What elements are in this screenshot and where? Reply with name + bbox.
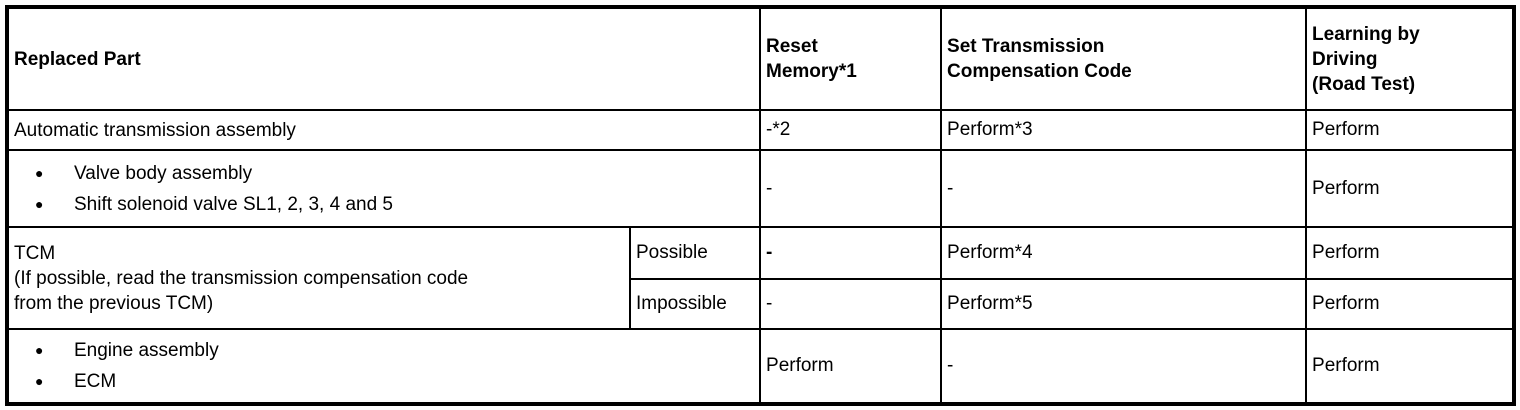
cell-reset-memory: - [759, 278, 943, 330]
cell-part-valve-body: ● Valve body assembly ● Shift solenoid v… [5, 149, 762, 228]
list-item-label: ECM [74, 371, 117, 392]
cell-part-tcm: TCM (If possible, read the transmission … [6, 226, 631, 330]
cell-learning: Perform [1305, 109, 1516, 151]
replacement-procedure-table: Replaced Part Reset Memory*1 Set Transmi… [5, 5, 1517, 406]
list-item: ● Valve body assembly [14, 158, 754, 189]
list-item: ● Shift solenoid valve SL1, 2, 3, 4 and … [14, 189, 754, 220]
cell-set-code: - [940, 328, 1308, 405]
cell-set-code: Perform*5 [940, 278, 1308, 330]
header-reset-memory: Reset Memory*1 [759, 6, 943, 111]
list-item: ● Engine assembly [14, 335, 754, 366]
cell-learning: Perform [1305, 226, 1516, 280]
header-set-transmission-compensation-code: Set Transmission Compensation Code [940, 6, 1308, 111]
table-header-row: Replaced Part Reset Memory*1 Set Transmi… [5, 6, 1516, 111]
cell-reset-memory: -*2 [759, 109, 943, 151]
cell-reset-memory: - [759, 226, 943, 280]
cell-tcm-possible-label: Possible [628, 226, 762, 280]
cell-learning: Perform [1305, 328, 1516, 405]
header-learning-by-driving: Learning by Driving (Road Test) [1305, 6, 1516, 111]
bullet-icon: ● [35, 164, 44, 181]
cell-part-automatic-transmission: Automatic transmission assembly [5, 109, 762, 151]
header-replaced-part: Replaced Part [5, 6, 762, 111]
table-row-tcm-impossible: Impossible - Perform*5 Perform [7, 278, 1516, 330]
list-item: ● ECM [14, 366, 754, 397]
cell-tcm-impossible-label: Impossible [628, 278, 762, 330]
list-item-label: Valve body assembly [74, 162, 253, 184]
bullet-icon: ● [35, 373, 44, 389]
cell-reset-memory: Perform [759, 328, 943, 405]
table-row-automatic-transmission: Automatic transmission assembly -*2 Perf… [5, 109, 1516, 151]
cell-reset-memory: - [759, 149, 943, 228]
list-item-label: Shift solenoid valve SL1, 2, 3, 4 and 5 [74, 193, 393, 215]
cell-set-code: Perform*4 [940, 226, 1308, 280]
bullet-icon: ● [35, 342, 44, 358]
cell-learning: Perform [1305, 149, 1516, 228]
table-row-tcm-possible: TCM (If possible, read the transmission … [6, 226, 1516, 330]
cell-part-engine-ecm: ● Engine assembly ● ECM [5, 328, 762, 405]
cell-set-code: Perform*3 [940, 109, 1308, 151]
table-row-valve-body: ● Valve body assembly ● Shift solenoid v… [5, 149, 1516, 228]
cell-learning: Perform [1305, 278, 1516, 330]
bullet-icon: ● [35, 195, 44, 212]
list-item-label: Engine assembly [74, 340, 219, 361]
table-row-engine-ecm: ● Engine assembly ● ECM Perform - Perfor… [5, 328, 1516, 405]
cell-set-code: - [940, 149, 1308, 228]
